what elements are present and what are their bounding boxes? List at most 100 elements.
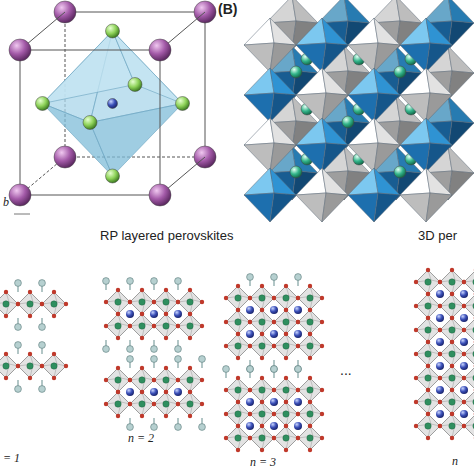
octahedron-edge <box>130 290 154 314</box>
octahedron <box>426 18 452 45</box>
octahedron-edge <box>106 368 130 392</box>
octahedron <box>448 96 474 123</box>
oxygen-atom <box>248 388 252 392</box>
layer-count: = 1 <box>3 452 20 466</box>
a-cation <box>246 306 254 314</box>
octahedron <box>400 193 430 222</box>
b-cation <box>235 319 241 325</box>
oxygen-atom <box>260 400 264 404</box>
a-cation <box>436 290 444 298</box>
oxygen-atom <box>320 436 324 440</box>
b-cation <box>307 343 313 349</box>
oxygen-atom <box>260 284 264 288</box>
oxygen-atom <box>224 344 228 348</box>
octahedron <box>416 294 440 318</box>
octahedron <box>244 118 274 145</box>
oxygen-atom <box>16 302 20 306</box>
cell-edge <box>65 157 205 158</box>
octahedron <box>440 342 464 366</box>
octahedron <box>448 171 474 200</box>
oxygen-atom <box>450 340 454 344</box>
octahedron <box>440 390 464 414</box>
oxygen-atom <box>200 378 204 382</box>
oxygen-atom <box>248 412 252 416</box>
oxygen-atom <box>438 280 442 284</box>
oxygen-atom <box>426 340 430 344</box>
b-cation <box>259 435 265 441</box>
octahedron <box>226 426 250 450</box>
octahedron <box>178 290 202 314</box>
b-cation <box>449 399 455 405</box>
spacer-cation <box>151 278 158 285</box>
oxygen-atom <box>248 412 252 416</box>
octahedron <box>178 368 202 392</box>
oxygen-atom <box>308 376 312 380</box>
oxygen-atom <box>284 308 288 312</box>
oxygen-atom <box>164 390 168 394</box>
oxygen-atom <box>4 290 8 294</box>
oxygen-atom <box>164 414 168 418</box>
b-cation <box>115 323 121 329</box>
oxygen-atom <box>438 424 442 428</box>
oxygen-atom <box>450 292 454 296</box>
oxygen-atom <box>4 352 8 356</box>
octahedron <box>348 93 378 122</box>
oxygen-atom <box>260 424 264 428</box>
b-cation <box>425 399 431 405</box>
octahedron-edge <box>154 392 178 416</box>
spacer-cation <box>271 366 278 373</box>
octahedron-edge <box>226 402 250 426</box>
oxygen-atom <box>52 290 56 294</box>
oxygen-atom <box>104 402 108 406</box>
cell-edge <box>205 12 206 157</box>
octahedron <box>440 318 464 342</box>
octahedron <box>244 143 274 172</box>
oxygen-atom <box>462 304 466 308</box>
a-cation <box>174 388 182 396</box>
octahedron <box>0 292 18 316</box>
oxygen-atom <box>104 324 108 328</box>
a-cation <box>436 314 444 322</box>
a-cation <box>460 410 468 418</box>
octahedron <box>244 18 274 45</box>
octahedron <box>296 18 326 45</box>
octahedron <box>374 93 400 122</box>
octahedron <box>130 314 154 338</box>
octahedron <box>250 426 274 450</box>
b-cation <box>449 303 455 309</box>
octahedron-edge <box>416 366 440 390</box>
oxygen-atom <box>116 336 120 340</box>
a-cation <box>294 422 302 430</box>
oxygen-atom <box>272 412 276 416</box>
octahedron <box>416 366 440 390</box>
a-cation <box>270 398 278 406</box>
oxygen-atom <box>128 402 132 406</box>
oxygen-atom <box>272 388 276 392</box>
b-cation <box>259 295 265 301</box>
octahedron <box>416 414 440 438</box>
octahedron-edge <box>106 314 130 338</box>
oxygen-atom <box>296 412 300 416</box>
b-cation <box>425 423 431 429</box>
oxygen-atom <box>462 352 466 356</box>
oxygen-atom <box>438 352 442 356</box>
oxygen-atom <box>236 448 240 452</box>
oxygen-atom <box>224 296 228 300</box>
anion-sphere <box>83 116 97 130</box>
octahedron <box>448 21 474 50</box>
oxygen-atom <box>296 320 300 324</box>
oxygen-atom <box>140 312 144 316</box>
spacer-cation <box>175 424 182 431</box>
oxygen-atom <box>308 448 312 452</box>
oxygen-atom <box>296 436 300 440</box>
oxygen-atom <box>308 308 312 312</box>
oxygen-atom <box>152 300 156 304</box>
octahedron-edge <box>440 294 464 318</box>
b-cation <box>115 299 121 305</box>
axis-line <box>14 214 30 215</box>
octahedron-edge <box>42 292 66 316</box>
oxygen-atom <box>236 332 240 336</box>
octahedron <box>348 43 378 72</box>
